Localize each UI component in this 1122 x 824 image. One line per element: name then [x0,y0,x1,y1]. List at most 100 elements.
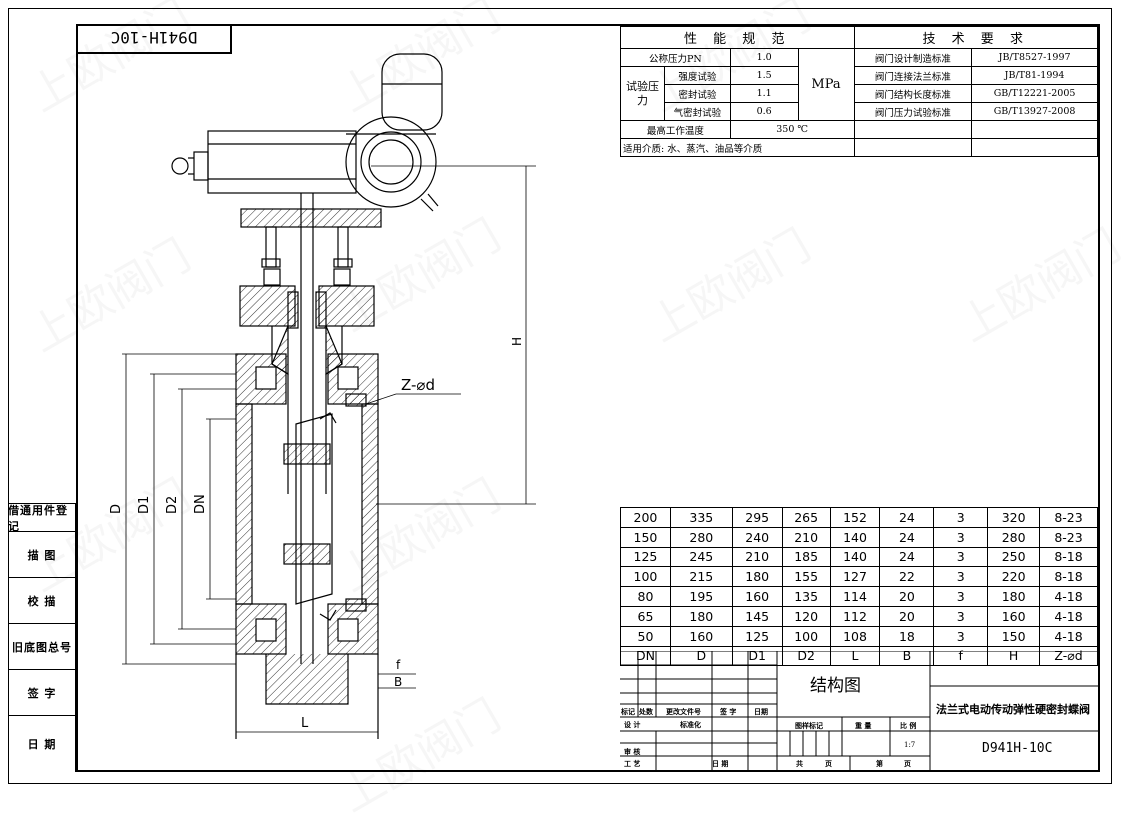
dimension-cell: 215 [669,566,733,588]
tb-label: 工 艺 [624,759,641,768]
dim-label-l: L [301,716,309,731]
dimension-cell: 114 [829,586,881,607]
dimension-cell: 265 [781,507,831,528]
spec-value: 1.0 [729,48,799,67]
dimension-cell: 185 [781,546,831,568]
dimension-cell: 150 [620,526,671,548]
dimension-cell: 320 [987,507,1041,528]
dimension-cell: 195 [669,586,733,607]
electric-actuator [171,53,443,228]
dimension-cell: 100 [781,625,831,647]
dimension-cell: 3 [933,625,989,647]
spec-value: 1.5 [729,66,799,85]
tb-label: 重 量 [855,721,872,730]
dimension-cell: 3 [933,526,989,548]
tb-label: 签 字 [720,707,737,716]
dimension-cell: 3 [933,507,989,528]
dimension-cell: 22 [879,566,935,588]
tech-title: 技 术 要 求 [853,26,1098,49]
standard-name: 阀门结构长度标准 [853,84,973,103]
pressure-unit: MPa [797,48,855,121]
max-temp-label: 最高工作温度 [620,120,731,139]
tb-label: 页 [904,759,911,768]
dimension-cell: 125 [731,625,783,647]
performance-title: 性 能 规 范 [620,26,855,49]
tb-label: 日 期 [712,759,729,768]
dim-label-f: f [396,658,401,672]
tb-label: 共 [796,759,803,768]
dimension-cell: 160 [731,586,783,607]
title-block: 结构图 法兰式电动传动弹性硬密封蝶阀 D941H-10C 标记 处数 更改文件号… [620,651,1098,770]
dimension-cell: 210 [781,526,831,548]
tb-label: 更改文件号 [666,707,701,716]
dim-label-b: B [394,675,402,689]
dimension-cell: 335 [669,507,733,528]
tb-label: 标记 [621,707,635,716]
dimension-cell: 155 [781,566,831,588]
side-row: 借通用件登记 [8,503,76,533]
standard-name: 阀门连接法兰标准 [853,66,973,85]
dimension-cell: 250 [987,546,1041,568]
product-name: 法兰式电动传动弹性硬密封蝶阀 [936,703,1090,716]
dimension-cell: 245 [669,546,733,568]
side-row: 签 字 [8,669,76,715]
tb-label: 标准化 [680,720,701,729]
spec-label: 强度试验 [663,66,731,85]
model-number: D941H-10C [982,741,1053,756]
dimension-cell: 125 [620,546,671,568]
dimension-cell: 140 [829,526,881,548]
side-panel: 借通用件登记 描 图 校 描 旧底图总号 签 字 日 期 [8,503,76,772]
sheet-inner-border [76,24,1100,772]
scale-value: 1:7 [904,741,916,749]
tb-label: 第 [876,759,883,768]
title-block-grid [620,651,1098,770]
dimension-cell: 4-18 [1039,625,1098,647]
spec-value: 1.1 [729,84,799,103]
dimension-cell: 8-23 [1039,507,1098,528]
dimension-cell: 3 [933,566,989,588]
drawing-type: 结构图 [810,676,861,696]
dim-label-h: H [510,337,524,346]
standard-name: 阀门设计制造标准 [853,48,973,67]
dimension-cell: 100 [620,566,671,588]
dim-label-d2: D2 [165,496,180,514]
dimension-cell: 240 [731,526,783,548]
dimension-cell: 140 [829,546,881,568]
dimension-cell: 80 [620,586,671,607]
standard-code: JB/T8527-1997 [971,48,1098,67]
dimension-cell: 24 [879,546,935,568]
dimension-cell: 210 [731,546,783,568]
dimension-cell: 112 [829,605,881,627]
sheet-outer-border [8,8,1112,784]
dim-label-dn: DN [193,494,208,514]
dimension-cell: 3 [933,586,989,607]
dimension-cell: 150 [987,625,1041,647]
dimension-cell: 50 [620,625,671,647]
dimension-cell: 145 [731,605,783,627]
dimension-lines [122,165,536,733]
tb-label: 图样标记 [795,721,823,730]
dimension-cell: 135 [781,586,831,607]
dimension-cell: 127 [829,566,881,588]
valve-body [235,353,379,739]
dimension-cell: 4-18 [1039,605,1098,627]
valve-cross-section-drawing: H D D1 D2 DN L B f Z-⌀d [109,53,536,739]
standard-code: JB/T81-1994 [971,66,1098,85]
dimension-cell: 8-23 [1039,526,1098,548]
dimension-cell: 4-18 [1039,586,1098,607]
side-row: 旧底图总号 [8,623,76,669]
dimension-cell: 24 [879,526,935,548]
dim-label-d: D [109,504,124,514]
tb-label: 页 [825,759,832,768]
spec-table: 性 能 规 范 技 术 要 求 公称压力PN 1.0 MPa 阀门设计制造标准 … [620,26,1098,157]
dimension-cell: 18 [879,625,935,647]
dimension-cell: 180 [731,566,783,588]
dimension-cell: 152 [829,507,881,528]
